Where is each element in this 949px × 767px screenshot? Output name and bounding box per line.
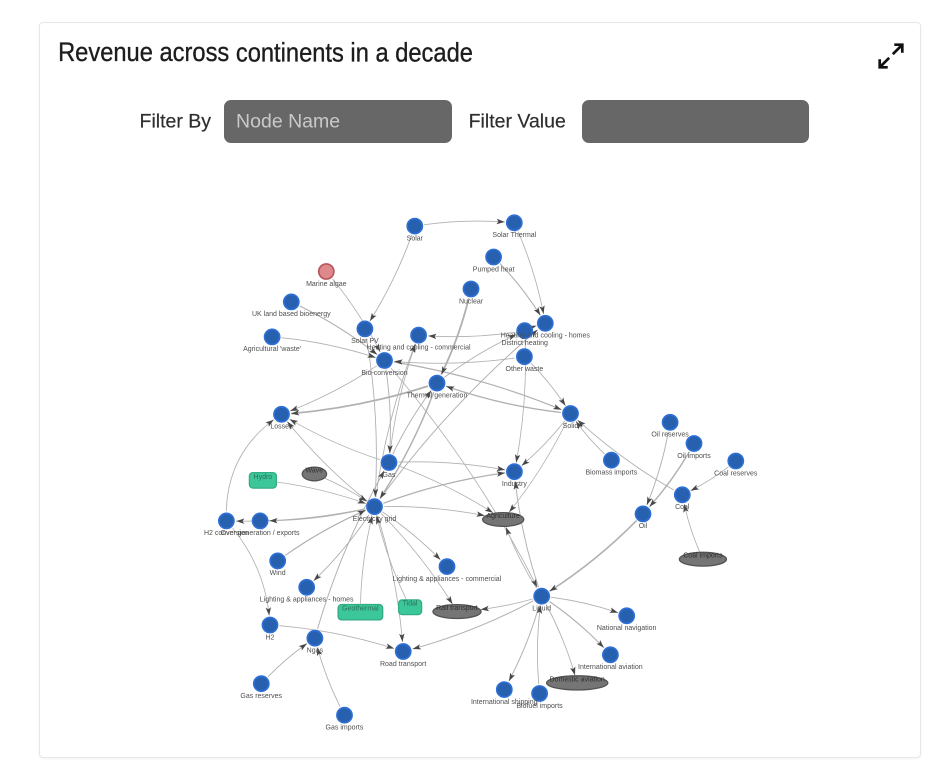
svg-text:Oil imports: Oil imports: [677, 453, 711, 460]
svg-text:H2: H2: [265, 634, 274, 641]
svg-text:Geothermal: Geothermal: [342, 606, 379, 613]
svg-text:Biomass imports: Biomass imports: [586, 470, 638, 477]
svg-text:Bio-conversion: Bio-conversion: [361, 370, 407, 377]
svg-text:National navigation: National navigation: [597, 625, 657, 632]
svg-text:Marine algae: Marine algae: [306, 281, 347, 288]
svg-text:Road transport: Road transport: [380, 661, 426, 668]
svg-text:Thermal generation: Thermal generation: [407, 392, 468, 399]
svg-text:Domestic aviation: Domestic aviation: [550, 676, 605, 683]
svg-text:Over generation / exports: Over generation / exports: [221, 530, 300, 537]
svg-text:Solid: Solid: [563, 423, 579, 430]
svg-text:Liquid: Liquid: [532, 606, 551, 613]
svg-text:H2 conversion: H2 conversion: [204, 530, 249, 537]
svg-text:Heating and cooling - homes: Heating and cooling - homes: [501, 333, 591, 340]
svg-text:Agricultural 'waste': Agricultural 'waste': [243, 346, 301, 353]
svg-text:UK land based bioenergy: UK land based bioenergy: [252, 311, 331, 318]
svg-text:Filter Value: Filter Value: [469, 111, 566, 133]
svg-text:Nuclear: Nuclear: [459, 298, 484, 305]
svg-text:District heating: District heating: [502, 340, 548, 347]
svg-text:Gas imports: Gas imports: [326, 724, 364, 731]
svg-text:Tidal: Tidal: [403, 601, 418, 608]
svg-text:Solar PV: Solar PV: [351, 338, 379, 345]
svg-text:Pumped heat: Pumped heat: [473, 266, 515, 273]
svg-text:Gas: Gas: [383, 472, 396, 479]
svg-text:Oil: Oil: [639, 523, 648, 530]
svg-text:Biofuel imports: Biofuel imports: [516, 703, 563, 710]
svg-text:Node Name: Node Name: [236, 111, 340, 133]
svg-text:Rail transport: Rail transport: [436, 605, 478, 612]
svg-text:Gas reserves: Gas reserves: [240, 693, 282, 700]
svg-text:Agriculture: Agriculture: [486, 513, 520, 520]
svg-text:Solar: Solar: [407, 235, 424, 242]
svg-text:Wind: Wind: [270, 570, 286, 577]
svg-text:Revenue across continents in a: Revenue across continents in a decade: [58, 38, 473, 68]
svg-text:Ngas: Ngas: [307, 647, 324, 654]
svg-text:International shipping: International shipping: [471, 699, 538, 706]
svg-text:Electricity grid: Electricity grid: [353, 516, 397, 523]
svg-text:Industry: Industry: [502, 481, 527, 488]
svg-text:Lighting & appliances - homes: Lighting & appliances - homes: [260, 597, 354, 604]
svg-text:Oil reserves: Oil reserves: [651, 432, 689, 439]
svg-text:Coal reserves: Coal reserves: [714, 470, 758, 477]
svg-text:Hydro: Hydro: [254, 474, 273, 481]
svg-text:Filter By: Filter By: [140, 111, 212, 133]
svg-text:Wave: Wave: [306, 467, 324, 474]
svg-text:Lighting & appliances - commer: Lighting & appliances - commercial: [393, 576, 502, 583]
svg-text:Heating and cooling - commerci: Heating and cooling - commercial: [367, 344, 471, 351]
svg-text:Solar Thermal: Solar Thermal: [492, 232, 536, 239]
svg-text:Coal imports: Coal imports: [683, 553, 723, 560]
svg-text:International aviation: International aviation: [578, 664, 643, 671]
svg-text:Other waste: Other waste: [506, 366, 544, 373]
svg-text:Coal: Coal: [675, 504, 690, 511]
svg-text:Losses: Losses: [270, 424, 293, 431]
